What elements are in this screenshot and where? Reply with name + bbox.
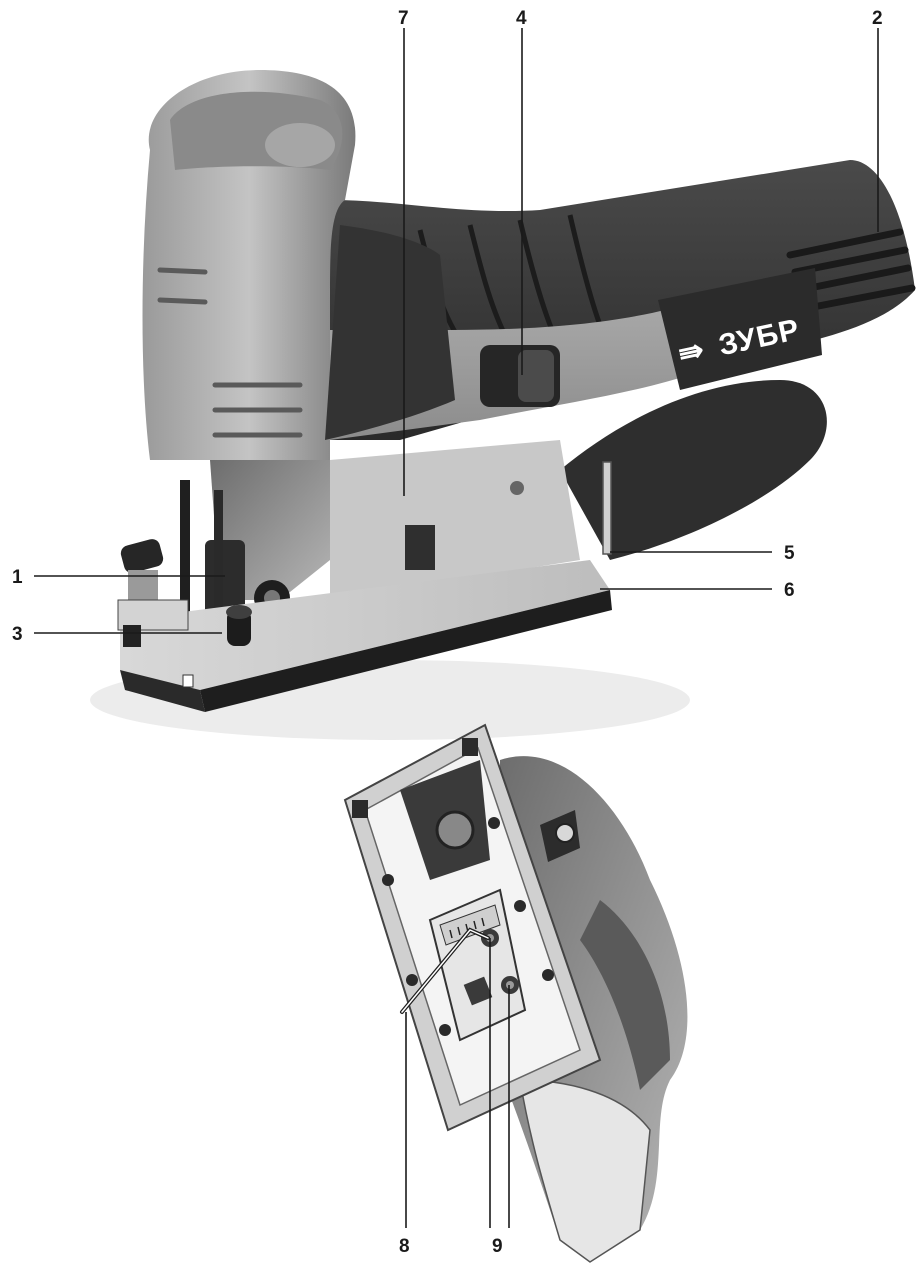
guide-rod: [602, 461, 612, 555]
jigsaw-bottom-view: [343, 723, 688, 1263]
speed-switch-knob[interactable]: [518, 350, 554, 402]
bevel-slider: [463, 976, 493, 1006]
sole-corner-left: [352, 800, 368, 818]
side-clamp-knob-ring[interactable]: [555, 823, 575, 843]
logo-plate: [658, 268, 822, 390]
gear-slot: [405, 525, 435, 570]
callout-labels: 1 2 3 4 5 6 7 8 9: [12, 8, 883, 1257]
front-adjust-knob[interactable]: [119, 537, 165, 574]
callout-7: 7: [398, 8, 409, 29]
saw-blade: [180, 480, 190, 665]
blade-clamp-knob[interactable]: [227, 610, 251, 646]
blade-roller-bottom: [435, 810, 475, 850]
callout-2: 2: [872, 8, 883, 29]
base-plate-edge: [200, 590, 612, 712]
bevel-scale-teeth: [449, 917, 485, 939]
bevel-scale: [439, 904, 501, 946]
screw-top: [510, 481, 524, 495]
front-foot-dark: [123, 625, 141, 647]
callout-3: 3: [12, 624, 23, 645]
jigsaw-side-view: ⇛ ЗУБР: [90, 70, 916, 740]
body-window: [325, 225, 455, 440]
sole-corner-right: [462, 738, 478, 756]
blade-rod: [214, 490, 223, 640]
bevel-screw-lower-center[interactable]: [506, 981, 514, 989]
callout-leaders: [34, 28, 879, 1228]
brand-logo-arrow: ⇛: [675, 333, 707, 371]
callout-6: 6: [784, 580, 795, 601]
base-plate-left-edge: [120, 670, 205, 712]
bottom-view-handle-grip: [580, 900, 670, 1090]
bottom-view-handle-shade: [519, 1079, 651, 1263]
callout-1: 1: [12, 567, 23, 588]
callout-9: 9: [492, 1236, 503, 1257]
callout-4: 4: [516, 8, 527, 29]
callout-8: 8: [399, 1236, 410, 1257]
base-marker: [182, 674, 194, 688]
sole-screw-holes: [382, 817, 554, 1036]
callout-5: 5: [784, 543, 795, 564]
gear-housing: [330, 440, 580, 600]
handle-grooves: [157, 267, 303, 438]
rear-cord-guard: [560, 380, 827, 560]
handle-top-highlight: [265, 123, 335, 167]
blade-clamp-knob-top[interactable]: [226, 605, 252, 619]
rear-vents: [786, 228, 916, 312]
base-plate: [120, 560, 610, 690]
hex-key-highlight: [401, 929, 489, 1013]
